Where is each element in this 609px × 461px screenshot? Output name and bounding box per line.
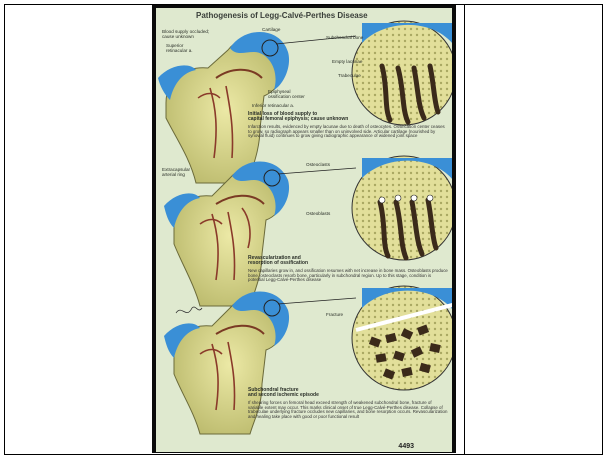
label-extracapsular-ring: Extracapsular arterial ring: [162, 168, 190, 178]
magnified-circle-1: [352, 21, 452, 125]
body-panel-3: If shearing forces on femoral head excee…: [248, 401, 448, 420]
slide-mount: Pathogenesis of Legg-Calvé-Perthes Disea…: [152, 5, 456, 453]
plate-number: 4493: [398, 443, 414, 450]
magnified-circle-2: [352, 156, 452, 260]
femur-panel-2: [164, 161, 289, 306]
label-osteoclasts: Osteoclasts: [306, 163, 330, 168]
label-blood-supply: Blood supply occluded; cause unknown: [162, 30, 209, 40]
label-epiphyseal-center: Epiphyseal ossification center: [268, 90, 305, 100]
frame-divider: [464, 4, 465, 455]
magnified-circle-3: [352, 286, 452, 390]
label-osteoblasts: Osteoblasts: [306, 212, 330, 217]
label-fracture: Fracture: [326, 313, 343, 318]
label-subchondral-bone: Subchondral bone: [326, 36, 363, 41]
caption-panel-1: Initial loss of blood supply to capital …: [248, 112, 348, 123]
plate-title: Pathogenesis of Legg-Calvé-Perthes Disea…: [196, 12, 368, 20]
label-empty-lacunae: Empty lacunae: [332, 60, 362, 65]
label-superior-retinacular: Superior retinacular a.: [166, 44, 193, 54]
artist-signature: [176, 307, 202, 313]
body-panel-1: Infarction results, evidenced by empty l…: [248, 125, 448, 139]
caption-panel-3: Subchondral fracture and second ischemic…: [248, 388, 319, 399]
label-cartilage: Cartilage: [262, 28, 280, 33]
illustration-drawing: [156, 8, 452, 452]
caption-panel-2: Revascularization and resorption of ossi…: [248, 256, 308, 267]
body-panel-2: New capillaries grow in, and ossificatio…: [248, 269, 448, 283]
label-inferior-retinacular: Inferior retinacular a.: [252, 104, 294, 109]
illustration-plate: Pathogenesis of Legg-Calvé-Perthes Disea…: [156, 8, 452, 452]
label-trabeculae: Trabeculae: [338, 74, 361, 79]
